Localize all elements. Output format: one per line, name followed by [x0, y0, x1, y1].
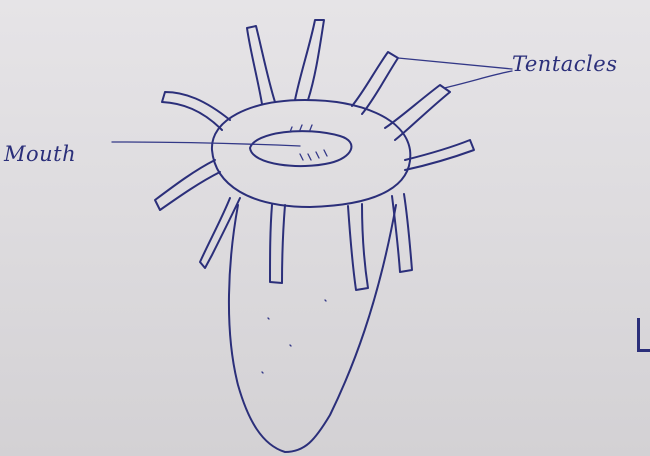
- mouth-label: Mouth: [4, 142, 76, 166]
- tentacle: [162, 92, 230, 130]
- tentacle: [385, 85, 450, 140]
- tentacle: [352, 52, 398, 114]
- tentacle: [270, 205, 285, 283]
- edge-mark: [637, 318, 650, 352]
- mouth-leader-line: [112, 142, 300, 146]
- tentacle: [155, 160, 220, 210]
- tentacles-label: Tentacles: [512, 52, 617, 76]
- mouth-opening: [250, 131, 351, 166]
- oral-disc: [212, 100, 410, 207]
- tentacle: [295, 20, 324, 100]
- tentacle: [247, 26, 275, 104]
- tentacle: [405, 140, 474, 170]
- hydra-body: [229, 205, 396, 452]
- tentacles-leader-line: [398, 58, 512, 69]
- tentacle: [348, 204, 368, 290]
- body-speckles: [262, 300, 326, 373]
- tentacles-leader-line: [444, 71, 512, 88]
